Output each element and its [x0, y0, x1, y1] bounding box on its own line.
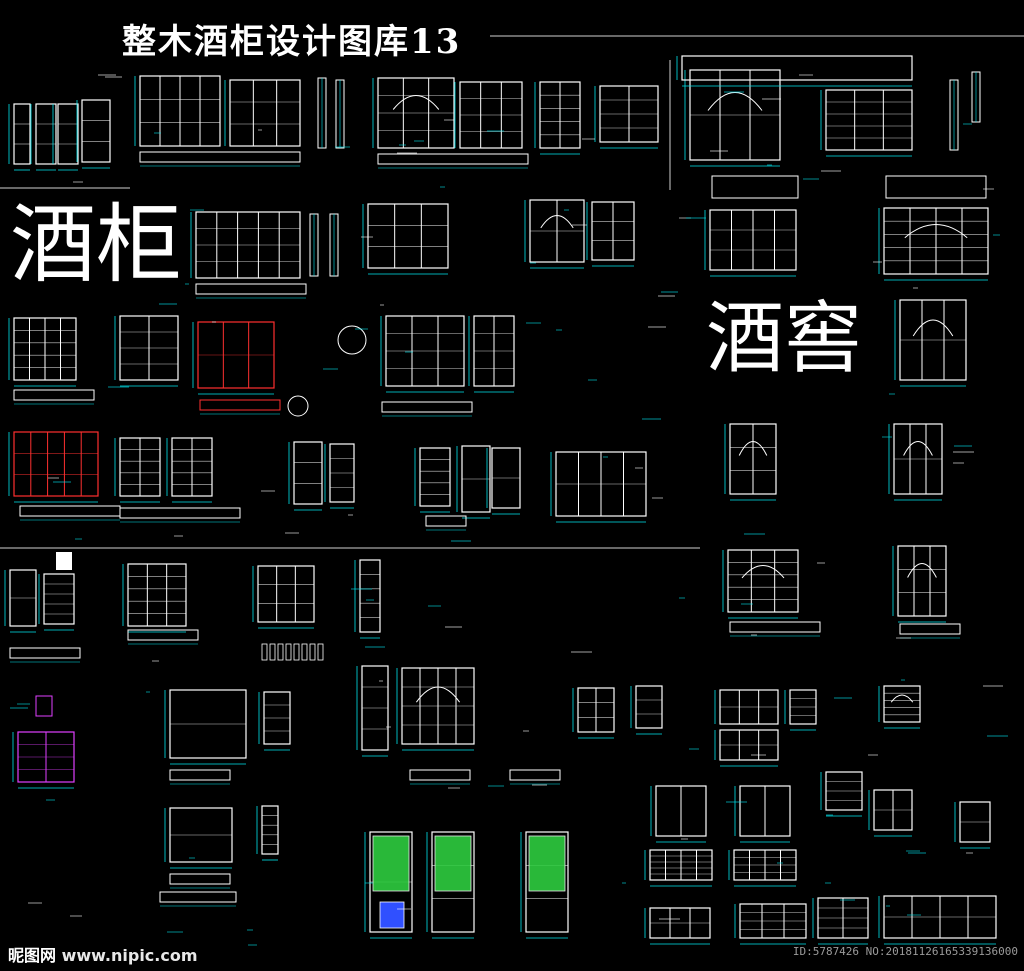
watermark-logo: 昵图网: [8, 946, 57, 965]
cabinet-arch: [392, 95, 440, 110]
cabinet-outline: [13, 431, 99, 497]
baluster: [301, 643, 308, 661]
cabinet-top-profile: [711, 175, 799, 199]
plan-strip: [509, 769, 561, 781]
plan-strip: [13, 389, 95, 401]
baluster: [269, 643, 276, 661]
cabinet-outline: [727, 549, 799, 613]
image-id: ID:5787426 NO:20181126165339136000: [792, 945, 1018, 958]
plan-strip: [195, 283, 307, 295]
plan-strip: [139, 151, 301, 163]
page-title: 整木酒柜设计图库13: [122, 22, 462, 62]
cabinet-arch: [738, 441, 768, 456]
glass-panel-blue: [379, 901, 405, 929]
cabinet-outline: [635, 685, 663, 729]
plan-strip: [199, 399, 281, 411]
cabinet-arch: [890, 694, 914, 703]
plan-strip: [409, 769, 471, 781]
cabinet-outline: [293, 441, 323, 505]
cabinet-outline: [367, 203, 449, 269]
cabinet-outline: [127, 563, 187, 627]
cabinet-outline: [525, 831, 569, 933]
cabinet-arch: [904, 224, 968, 239]
cabinet-outline: [359, 559, 381, 633]
plan-strip: [425, 515, 467, 527]
cabinet-outline: [35, 103, 57, 165]
detail-callout: [337, 325, 367, 355]
cabinet-outline: [897, 545, 947, 617]
label-wine-cellar: 酒窖: [706, 294, 863, 384]
plan-strip: [169, 873, 231, 885]
cabinet-outline: [681, 55, 913, 81]
plan-strip: [119, 507, 241, 519]
magenta-detail: [35, 695, 53, 717]
cabinet-arch: [912, 319, 954, 337]
cabinet-arch: [741, 565, 785, 579]
detail-callout: [287, 395, 309, 417]
cabinet-outline: [419, 447, 451, 507]
cabinet-outline: [81, 99, 111, 163]
plan-strip: [377, 153, 529, 165]
white-block: [56, 552, 72, 570]
cabinet-arch: [540, 215, 574, 229]
cabinet-outline: [431, 831, 475, 933]
cabinet-outline: [257, 565, 315, 623]
baluster: [285, 643, 292, 661]
plan-strip: [127, 629, 199, 641]
cabinet-outline: [57, 103, 79, 165]
plan-strip: [9, 647, 81, 659]
glass-panel: [434, 835, 472, 892]
plan-strip: [729, 621, 821, 633]
glass-panel: [528, 835, 566, 892]
plan-strip: [899, 623, 961, 635]
glass-panel: [372, 835, 410, 892]
cabinet-outline: [825, 89, 913, 151]
plan-strip: [169, 769, 231, 781]
cabinet-arch: [415, 686, 461, 703]
baluster: [317, 643, 324, 661]
baluster: [293, 643, 300, 661]
cabinet-arch: [903, 441, 933, 456]
plan-strip: [159, 891, 237, 903]
cabinet-top-profile: [885, 175, 987, 199]
baluster: [261, 643, 268, 661]
watermark-site: www.nipic.com: [61, 946, 198, 965]
watermark: 昵图网 www.nipic.com: [8, 942, 198, 966]
cabinet-outline: [13, 103, 31, 165]
cabinet-outline: [229, 79, 301, 147]
baluster: [277, 643, 284, 661]
plan-strip: [19, 505, 121, 517]
cabinet-outline: [261, 805, 279, 855]
baluster: [309, 643, 316, 661]
cabinet-outline: [883, 685, 921, 723]
cabinet-arch: [907, 563, 937, 578]
plan-strip: [381, 401, 473, 413]
cabinet-outline: [43, 573, 75, 625]
label-wine-cabinet: 酒柜: [10, 195, 182, 295]
cabinet-arch: [707, 92, 763, 111]
